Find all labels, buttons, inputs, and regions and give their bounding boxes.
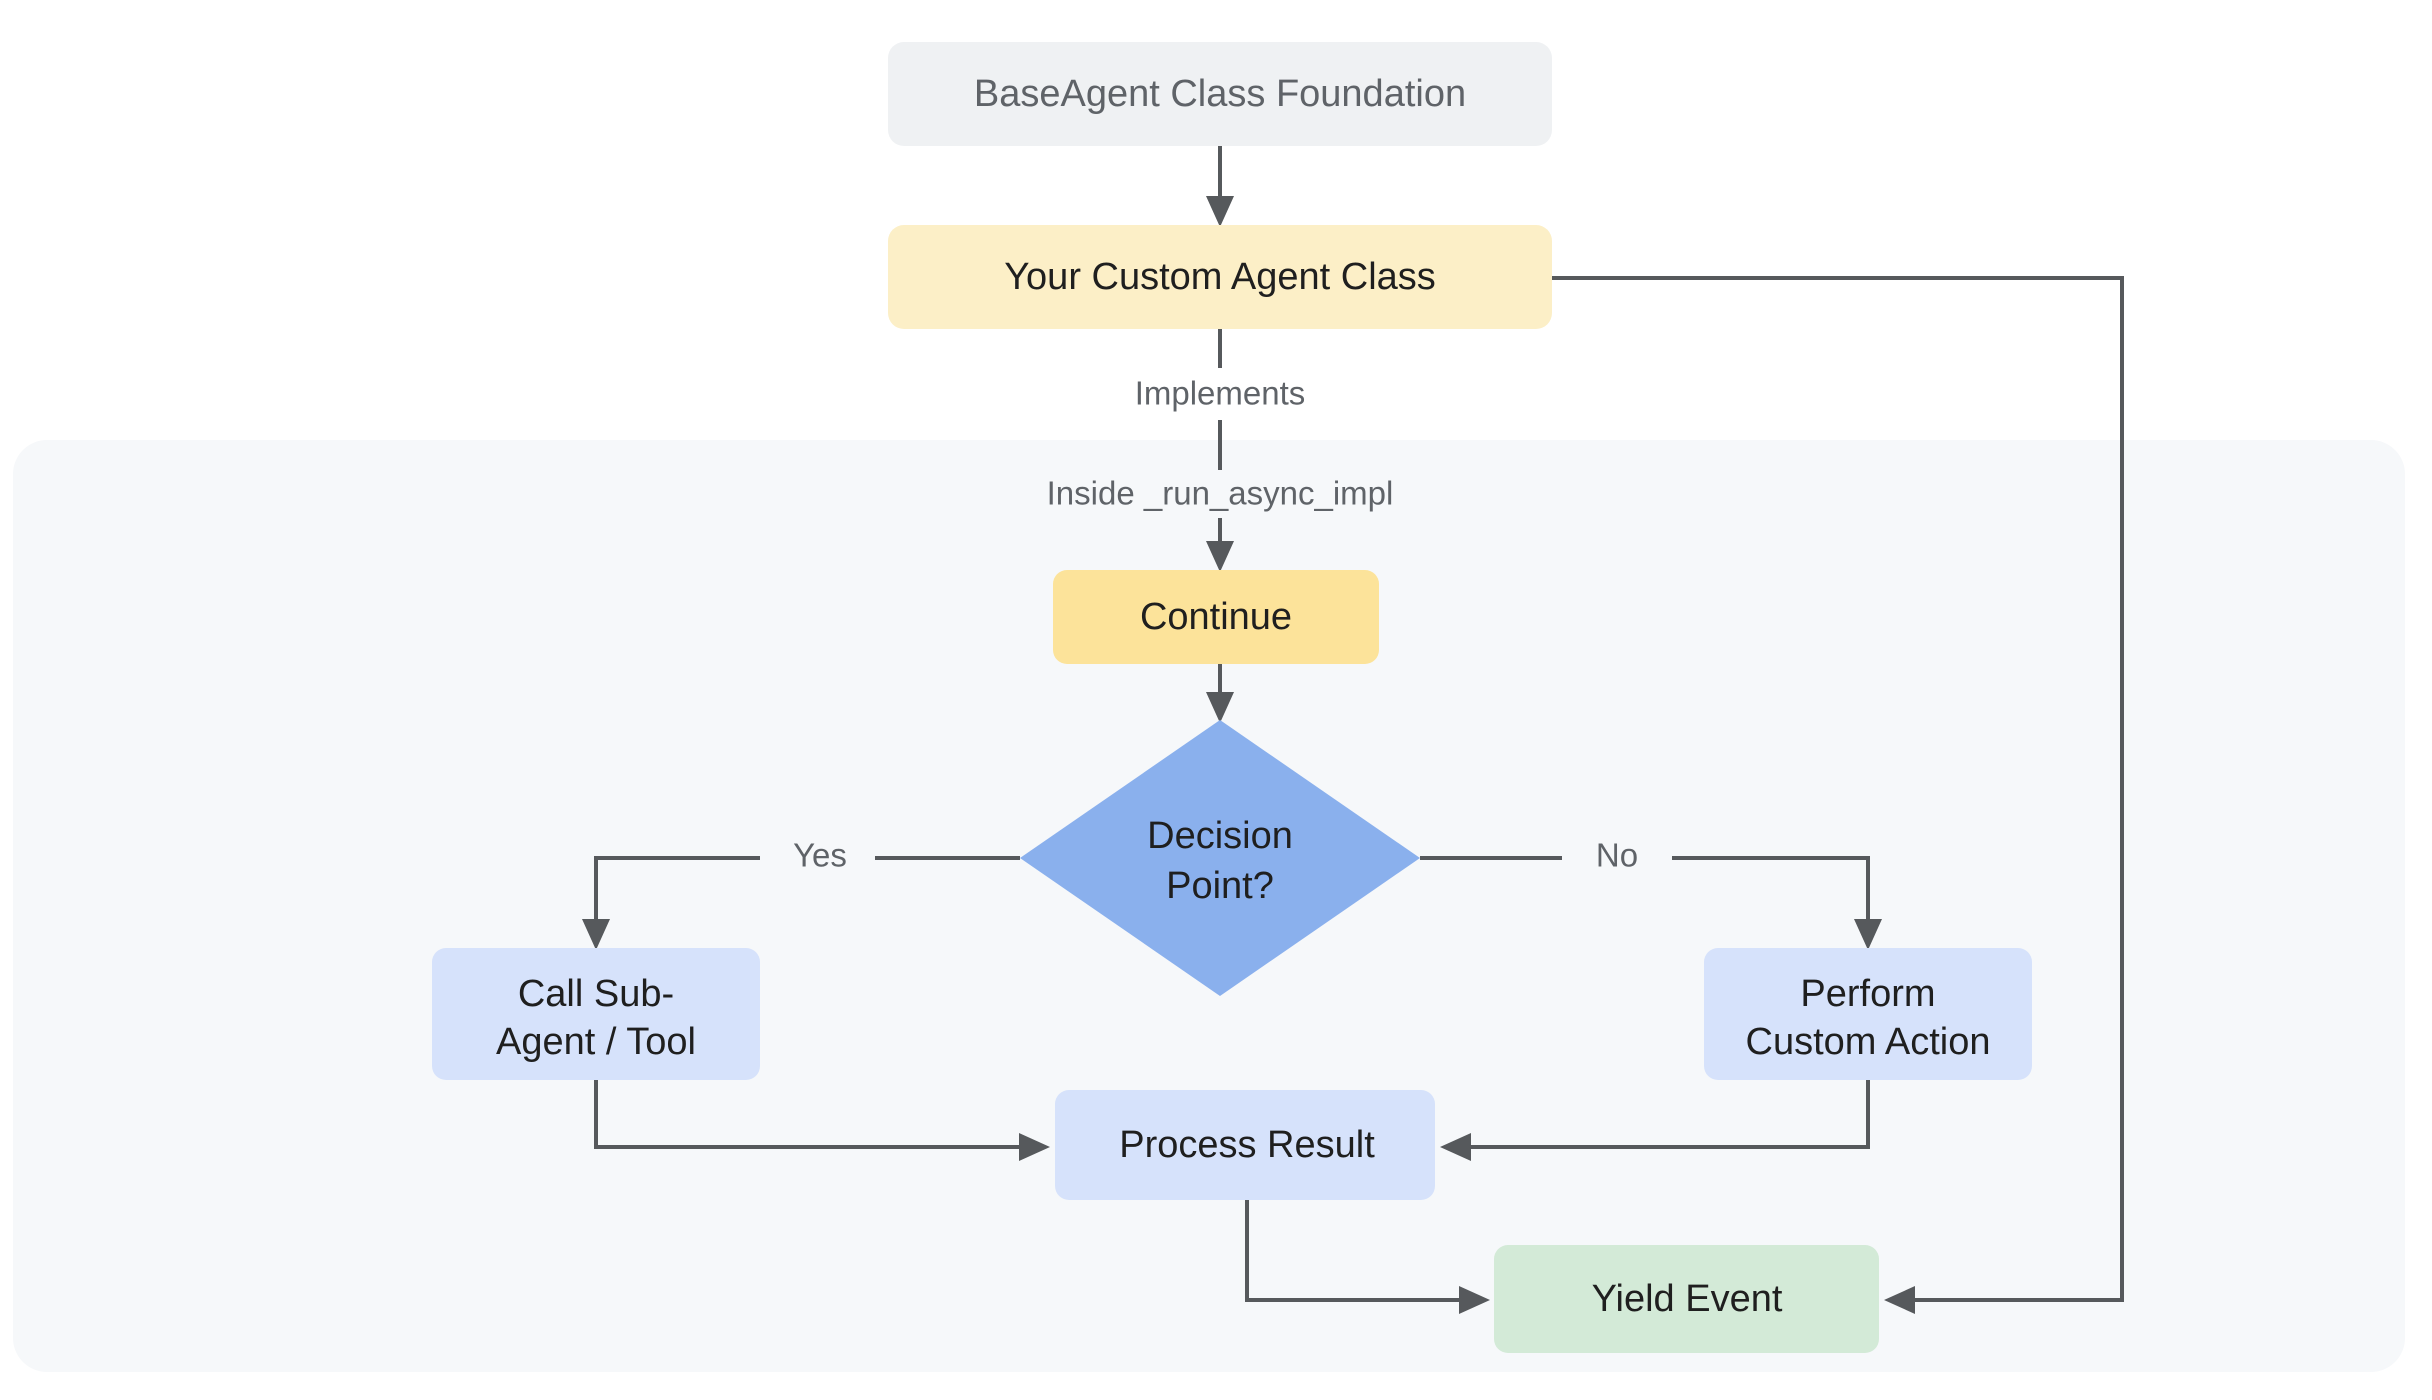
node-label-process-result: Process Result [1119,1124,1375,1166]
node-continue[interactable]: Continue [1053,570,1379,664]
node-decision-point[interactable]: Decision Point? [1020,720,1420,996]
node-label-custom-agent: Your Custom Agent Class [1004,256,1436,298]
edge-custom-to-continue [1206,329,1234,572]
edge-label-yes: Yes [793,837,847,874]
edge-call-sub-agent-to-process-result [594,1080,1050,1161]
node-process-result[interactable]: Process Result [1055,1090,1435,1200]
node-label-call-sub-agent-line2: Agent / Tool [496,1021,696,1063]
node-perform-custom-action[interactable]: Perform Custom Action [1704,948,2032,1080]
node-call-sub-agent-tool[interactable]: Call Sub- Agent / Tool [432,948,760,1080]
edge-perform-custom-action-to-process-result [1440,1080,1870,1161]
edge-label-no: No [1596,837,1638,874]
node-label-yield-event: Yield Event [1592,1278,1783,1320]
node-label-decision-line1: Decision [1147,815,1293,857]
edge-process-result-to-yield-event [1245,1200,1490,1314]
edge-decision-no-to-perform-custom-action [1420,856,1882,950]
node-your-custom-agent-class[interactable]: Your Custom Agent Class [888,225,1552,329]
edge-custom-agent-to-yield-event [1552,276,2124,1314]
edge-label-inside-run-async-impl: Inside _run_async_impl [1047,475,1394,512]
node-label-continue: Continue [1140,596,1292,638]
node-label-perform-custom-action-line2: Custom Action [1746,1021,1991,1063]
edge-label-implements: Implements [1135,375,1306,412]
node-label-perform-custom-action-line1: Perform [1800,973,1935,1015]
node-label-decision-line2: Point? [1166,865,1274,907]
node-label-call-sub-agent-line1: Call Sub- [518,973,674,1015]
node-label-base-agent: BaseAgent Class Foundation [974,73,1466,115]
edge-base-to-custom [1206,146,1234,227]
edge-decision-yes-to-call-sub-agent [582,856,1020,950]
node-yield-event[interactable]: Yield Event [1494,1245,1879,1353]
edge-continue-to-decision [1206,664,1234,723]
node-base-agent-class-foundation[interactable]: BaseAgent Class Foundation [888,42,1552,146]
